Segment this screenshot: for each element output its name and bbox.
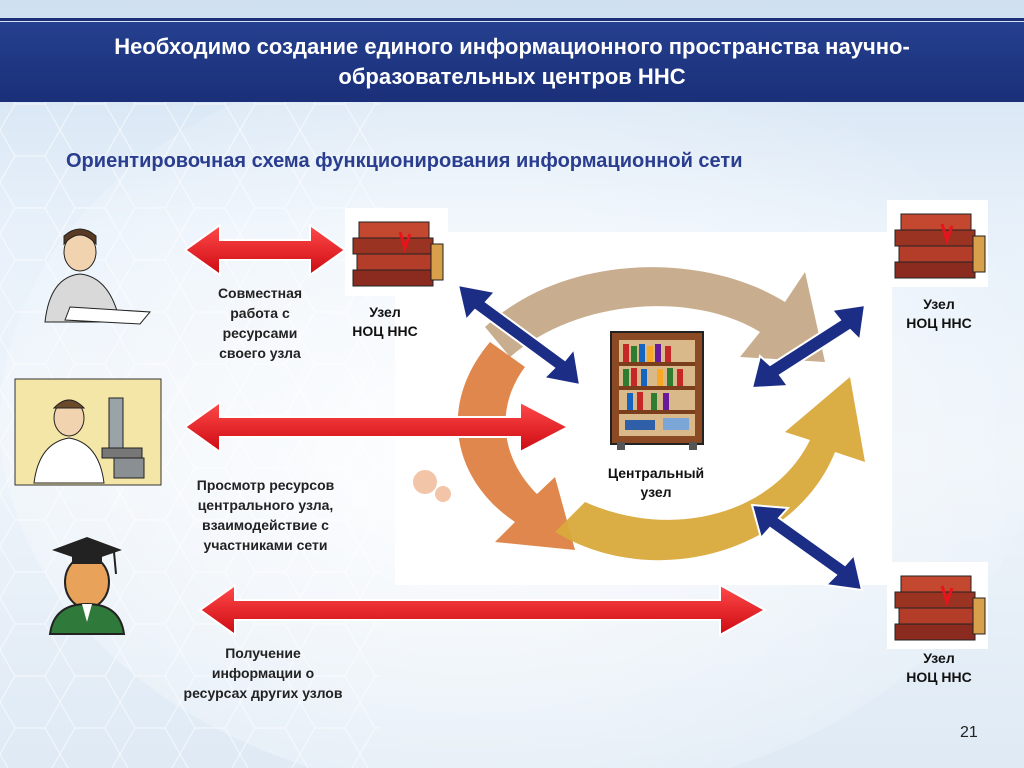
red-arrow-1 xyxy=(183,223,347,277)
woman-reading-icon xyxy=(44,228,152,325)
books-icon xyxy=(894,575,986,641)
node-label-right-bottom: Узел НОЦ ННС xyxy=(906,650,972,685)
cycle-arrows xyxy=(413,267,865,561)
title-line-2: образовательных центров ННС xyxy=(338,64,686,89)
books-icon xyxy=(894,213,986,279)
action-label-1: Совместная работа с ресурсами своего узл… xyxy=(217,285,303,361)
node-label-local: Узел НОЦ ННС xyxy=(352,304,418,339)
action-label-2: Просмотр ресурсов центрального узла, вза… xyxy=(196,477,335,553)
red-arrow-3 xyxy=(198,583,768,637)
red-arrow-2 xyxy=(183,400,571,454)
cycle-arrow-bottom xyxy=(555,377,865,561)
blue-arrow-right-bottom xyxy=(750,503,864,592)
top-rule xyxy=(0,18,1024,21)
node-label-central: Центральный узел xyxy=(607,465,705,500)
blue-arrow-local xyxy=(456,283,582,387)
blue-arrows xyxy=(456,283,867,592)
slide-title: Необходимо создание единого информационн… xyxy=(0,22,1024,102)
books-icon xyxy=(352,221,444,287)
node-label-right-top: Узел НОЦ ННС xyxy=(906,296,972,331)
cycle-arrow-top xyxy=(485,267,825,362)
diagram-subtitle: Ориентировочная схема функционирования и… xyxy=(66,150,743,172)
blue-arrow-right-top xyxy=(750,303,867,390)
action-label-3: Получение информации о ресурсах других у… xyxy=(183,645,343,701)
bookshelf-icon xyxy=(610,331,704,450)
scientist-microscope-icon xyxy=(14,378,162,486)
title-line-1: Необходимо создание единого информационн… xyxy=(114,34,910,59)
books-icon-right-bottom xyxy=(887,562,988,649)
graduate-icon xyxy=(48,537,126,635)
books-icon-local xyxy=(345,208,448,296)
books-icon-right-top xyxy=(887,200,988,287)
cycle-arrow-left xyxy=(457,342,575,550)
page-number: 21 xyxy=(960,724,978,741)
